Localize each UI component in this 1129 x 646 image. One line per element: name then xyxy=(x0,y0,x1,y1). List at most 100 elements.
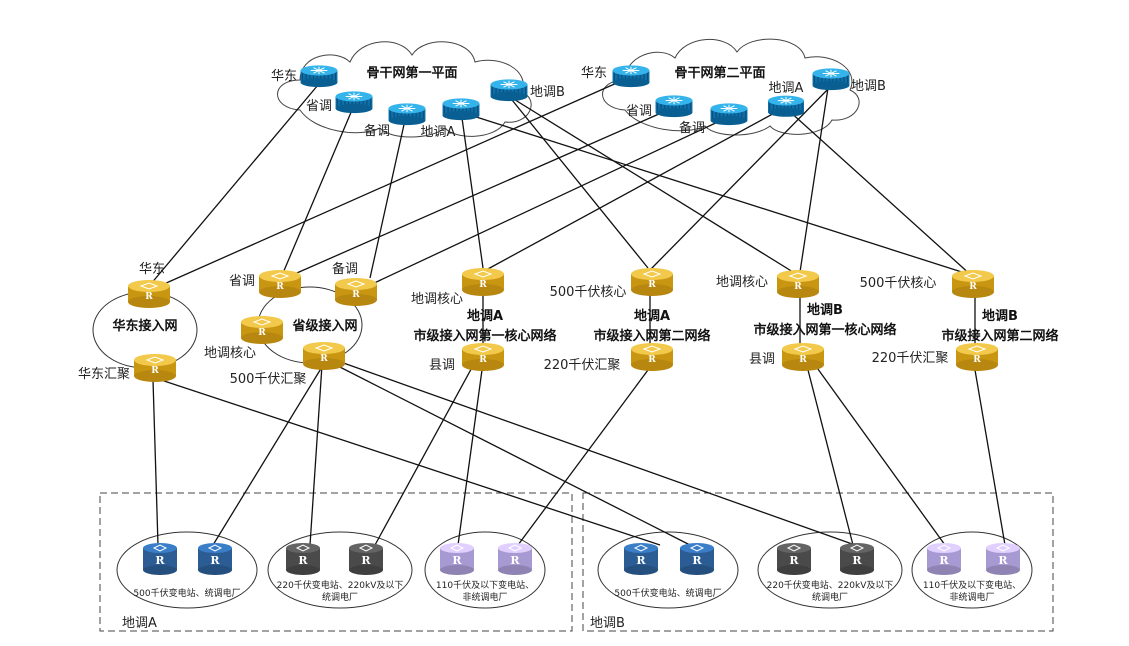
b2-core-router[interactable] xyxy=(952,269,994,298)
site-a-110-device-1[interactable]: R xyxy=(440,543,474,575)
prov-access-title: 省级接入网 xyxy=(291,318,357,334)
site-b-110-device-2[interactable]: R xyxy=(986,543,1020,575)
site-a-110-device-glyph: R xyxy=(452,554,462,567)
site-a-110-label-1: 110千伏及以下变电站、 xyxy=(436,579,534,591)
b1-beidiao-label: 备调 xyxy=(364,123,390,139)
plane2-title: 骨干网第二平面 xyxy=(674,65,765,81)
a2-agg-label: 220千伏汇聚 xyxy=(544,358,621,373)
b2-agg-label: 220千伏汇聚 xyxy=(872,351,949,366)
site-a-110-label-2: 非统调电厂 xyxy=(462,591,507,603)
site-b-220-device-1[interactable]: R xyxy=(777,543,811,575)
b2-core-label: 500千伏核心 xyxy=(860,276,937,291)
site-b-110-label-1: 110千伏及以下变电站、 xyxy=(923,579,1021,591)
a1-core-label: 地调核心 xyxy=(411,292,463,307)
b2-title-line1: 地调B xyxy=(982,308,1018,324)
b1-core-label: 地调核心 xyxy=(716,275,768,290)
site-a-500-device-1[interactable]: R xyxy=(143,543,177,575)
region-b-label: 地调B xyxy=(590,616,625,631)
site-b-500-label: 500千伏变电站、统调电厂 xyxy=(614,587,721,599)
b1-agg-label: 县调 xyxy=(749,352,775,367)
region-a-box xyxy=(99,492,573,632)
a1-agg-label: 县调 xyxy=(429,358,455,373)
site-a-220-device-glyph: R xyxy=(298,554,308,567)
site-b-110-device-glyph: R xyxy=(998,554,1008,567)
site-a-500-device-2[interactable]: R xyxy=(198,543,232,575)
a1-agg-router[interactable] xyxy=(462,342,504,371)
prov-beidiao-label: 备调 xyxy=(332,261,358,277)
region-b-box xyxy=(582,492,1054,632)
backbone2-router-huadong[interactable] xyxy=(612,64,650,88)
b2-shengdiao-label: 省调 xyxy=(626,104,652,119)
site-a-220-ring xyxy=(267,531,413,609)
prov-didiao-core-label: 地调核心 xyxy=(204,346,256,361)
b2-title-line2: 市级接入网第二网络 xyxy=(941,328,1058,344)
east-agg-router[interactable] xyxy=(134,353,176,382)
b1-agg-router[interactable] xyxy=(782,342,824,371)
a2-core-router[interactable] xyxy=(631,267,673,296)
backbone2-router-didiao-a[interactable] xyxy=(768,95,804,118)
site-a-500-ring xyxy=(116,531,258,609)
site-a-110-ring xyxy=(424,531,546,609)
site-a-500-device-glyph: R xyxy=(210,554,220,567)
backbone1-router-didiao-b[interactable] xyxy=(490,78,528,102)
region-a-label: 地调A xyxy=(122,616,157,631)
a2-agg-router[interactable] xyxy=(631,342,673,371)
backbone1-router-beidiao[interactable] xyxy=(388,102,426,126)
site-b-500-device-1[interactable]: R xyxy=(624,543,658,575)
backbone1-router-didiao-a[interactable] xyxy=(442,97,480,121)
links xyxy=(149,77,1006,546)
site-b-220-device-2[interactable]: R xyxy=(840,543,874,575)
prov-agg500-label: 500千伏汇聚 xyxy=(230,372,307,387)
site-b-220-label-2: 统调电厂 xyxy=(812,591,848,603)
plane1-title: 骨干网第一平面 xyxy=(366,65,457,81)
b2-agg-router[interactable] xyxy=(956,342,998,371)
site-a-220-label-2: 统调电厂 xyxy=(322,591,358,603)
a2-core-label: 500千伏核心 xyxy=(550,285,627,300)
site-a-220-label-1: 220千伏变电站、220kV及以下 xyxy=(277,579,404,591)
prov-shengdiao-label: 省调 xyxy=(229,274,255,289)
b1-didiao-a-label: 地调A xyxy=(421,125,456,140)
b2-beidiao-label: 备调 xyxy=(679,120,705,136)
b1-didiao-b-label: 地调B xyxy=(530,85,565,100)
backbone2-router-beidiao[interactable] xyxy=(710,102,748,126)
site-b-110-device-glyph: R xyxy=(939,554,949,567)
b2-didiao-b-label: 地调B xyxy=(851,79,886,94)
site-b-500-device-glyph: R xyxy=(636,554,646,567)
site-a-500-label: 500千伏变电站、统调电厂 xyxy=(133,587,240,599)
east-agg-label: 华东汇聚 xyxy=(78,367,130,382)
a1-title-line1: 地调A xyxy=(467,308,503,324)
east-access-title: 华东接入网 xyxy=(112,318,177,334)
b2-didiao-a-label: 地调A xyxy=(769,81,804,96)
site-a-110-device-glyph: R xyxy=(510,554,520,567)
b1-core-router[interactable] xyxy=(777,269,819,298)
b2-huadong-label: 华东 xyxy=(581,66,607,81)
backbone1-router-huadong[interactable] xyxy=(300,64,338,88)
backbone2-router-didiao-b[interactable] xyxy=(812,67,850,91)
backbone2-router-shengdiao[interactable] xyxy=(655,94,693,118)
site-a-220-device-1[interactable]: R xyxy=(286,543,320,575)
site-a-500-device-glyph: R xyxy=(155,554,165,567)
site-b-500-device-2[interactable]: R xyxy=(680,543,714,575)
a2-title-line2: 市级接入网第二网络 xyxy=(593,328,710,344)
site-b-110-device-1[interactable]: R xyxy=(927,543,961,575)
east-access-router-top[interactable] xyxy=(128,279,170,308)
a1-core-router[interactable] xyxy=(462,267,504,296)
a2-title-line1: 地调A xyxy=(634,308,670,324)
prov-router-shengdiao[interactable] xyxy=(259,269,301,298)
prov-router-beidiao[interactable] xyxy=(335,277,377,306)
backbone1-router-shengdiao[interactable] xyxy=(335,90,373,114)
site-a-220-device-glyph: R xyxy=(361,554,371,567)
site-b-220-label-1: 220千伏变电站、220kV及以下 xyxy=(767,579,894,591)
b1-title-line2: 市级接入网第一核心网络 xyxy=(753,322,896,338)
site-b-220-device-glyph: R xyxy=(852,554,862,567)
site-a-110-device-2[interactable]: R xyxy=(498,543,532,575)
east-top-label: 华东 xyxy=(139,262,165,277)
site-b-110-label-2: 非统调电厂 xyxy=(949,591,994,603)
b1-shengdiao-label: 省调 xyxy=(306,99,332,114)
site-a-220-device-2[interactable]: R xyxy=(349,543,383,575)
prov-router-agg500[interactable] xyxy=(303,341,345,370)
site-b-110-ring xyxy=(911,531,1033,609)
prov-router-didiao-core[interactable] xyxy=(241,315,283,344)
